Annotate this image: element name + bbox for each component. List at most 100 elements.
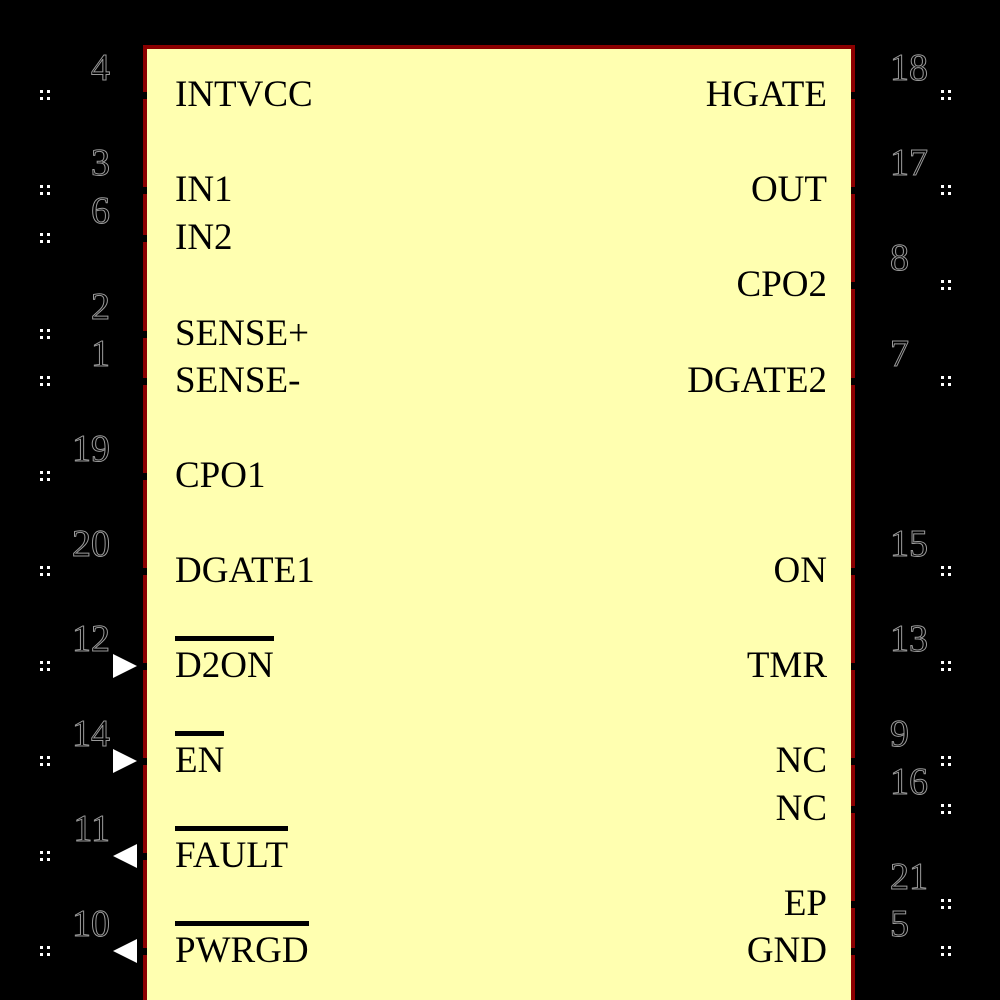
pin-label-tmr: TMR	[747, 647, 827, 684]
pin-label-text: GND	[746, 930, 827, 971]
pin-label-nc: NC	[776, 790, 827, 827]
pin-stub-cpo1	[131, 473, 147, 480]
pin-label-in1: IN1	[175, 171, 233, 208]
pin-number-21: 21	[890, 856, 929, 898]
pin-arrow-in-d2on	[113, 654, 137, 678]
pin-connection-dots-3	[40, 185, 51, 196]
pin-stub-on	[851, 568, 867, 575]
pin-label-in2: IN2	[175, 219, 233, 256]
pin-stub-cpo2	[851, 282, 867, 289]
pin-label-text: NC	[775, 788, 827, 829]
pin-number-6: 6	[91, 190, 111, 232]
pin-label-text: DGATE2	[687, 360, 827, 401]
pin-number-12: 12	[72, 618, 111, 660]
pin-stub-gnd	[851, 948, 867, 955]
pin-number-17: 17	[890, 142, 929, 184]
pin-label-intvcc: INTVCC	[175, 76, 313, 113]
pin-connection-dots-16	[941, 804, 952, 815]
pin-connection-dots-21	[941, 899, 952, 910]
pin-connection-dots-1	[40, 376, 51, 387]
pin-connection-dots-4	[40, 90, 51, 101]
pin-stub-d2on	[131, 663, 147, 670]
pin-connection-dots-5	[941, 946, 952, 957]
pin-connection-dots-17	[941, 185, 952, 196]
pin-label-text: IN2	[175, 217, 233, 258]
pin-number-10: 10	[72, 903, 111, 945]
pin-arrow-in-en	[113, 749, 137, 773]
pin-label-fault: FAULT	[175, 826, 289, 876]
chip-body	[143, 45, 855, 1000]
pin-label-out: OUT	[751, 171, 827, 208]
pin-label-text: TMR	[746, 645, 827, 686]
pin-number-11: 11	[73, 808, 111, 850]
pin-stub-ep	[851, 901, 867, 908]
pin-number-19: 19	[72, 428, 111, 470]
pin-stub-sense+	[131, 331, 147, 338]
pin-label-sense-: SENSE-	[175, 362, 300, 399]
pin-connection-dots-7	[941, 376, 952, 387]
pin-stub-fault	[131, 853, 147, 860]
pin-stub-hgate	[851, 92, 867, 99]
pin-arrow-out-fault	[113, 844, 137, 868]
pin-label-gnd: GND	[747, 932, 827, 969]
pin-connection-dots-19	[40, 471, 51, 482]
pin-number-15: 15	[890, 523, 929, 565]
pin-stub-nc	[851, 806, 867, 813]
pin-label-dgate1: DGATE1	[175, 552, 315, 589]
pin-label-cpo1: CPO1	[175, 457, 265, 494]
pin-stub-en	[131, 758, 147, 765]
pin-label-text: NC	[775, 740, 827, 781]
pin-label-text: FAULT	[175, 826, 289, 876]
pin-connection-dots-15	[941, 566, 952, 577]
pin-number-20: 20	[72, 523, 111, 565]
pin-connection-dots-13	[941, 661, 952, 672]
pin-number-16: 16	[890, 761, 929, 803]
pin-label-nc: NC	[776, 742, 827, 779]
pin-label-text: OUT	[750, 169, 827, 210]
pin-number-18: 18	[890, 47, 929, 89]
pin-stub-out	[851, 187, 867, 194]
pin-stub-intvcc	[131, 92, 147, 99]
pin-label-text: D2ON	[175, 636, 274, 686]
pin-label-cpo2: CPO2	[737, 266, 827, 303]
pin-connection-dots-8	[941, 280, 952, 291]
pin-connection-dots-18	[941, 90, 952, 101]
pin-connection-dots-10	[40, 946, 51, 957]
pin-number-13: 13	[890, 618, 929, 660]
pin-label-text: CPO2	[736, 264, 827, 305]
pin-stub-tmr	[851, 663, 867, 670]
pin-label-d2on: D2ON	[175, 636, 274, 686]
pin-label-text: HGATE	[705, 74, 827, 115]
pin-number-1: 1	[91, 333, 111, 375]
pin-stub-in2	[131, 235, 147, 242]
pin-label-text: CPO1	[175, 455, 266, 496]
pin-label-sense+: SENSE+	[175, 315, 309, 352]
pin-label-text: PWRGD	[175, 921, 309, 971]
pin-stub-dgate1	[131, 568, 147, 575]
pin-connection-dots-6	[40, 233, 51, 244]
pin-number-9: 9	[890, 713, 910, 755]
pin-stub-pwrgd	[131, 948, 147, 955]
pin-label-text: DGATE1	[175, 550, 315, 591]
pin-stub-dgate2	[851, 378, 867, 385]
pin-connection-dots-2	[40, 329, 51, 340]
pin-stub-sense-	[131, 378, 147, 385]
pin-stub-nc	[851, 758, 867, 765]
pin-label-on: ON	[774, 552, 827, 589]
pin-number-3: 3	[91, 142, 111, 184]
pin-label-hgate: HGATE	[706, 76, 827, 113]
pin-arrow-out-pwrgd	[113, 939, 137, 963]
pin-label-text: EP	[783, 883, 827, 924]
pin-connection-dots-11	[40, 851, 51, 862]
pin-number-8: 8	[890, 237, 910, 279]
pin-label-text: SENSE-	[175, 360, 301, 401]
pin-label-pwrgd: PWRGD	[175, 921, 309, 971]
pin-label-text: EN	[175, 731, 225, 781]
pin-connection-dots-9	[941, 756, 952, 767]
pin-label-text: INTVCC	[175, 74, 313, 115]
pin-label-ep: EP	[784, 885, 827, 922]
pin-connection-dots-12	[40, 661, 51, 672]
pin-number-2: 2	[91, 286, 111, 328]
pin-label-en: EN	[175, 731, 225, 781]
pin-label-text: IN1	[175, 169, 233, 210]
